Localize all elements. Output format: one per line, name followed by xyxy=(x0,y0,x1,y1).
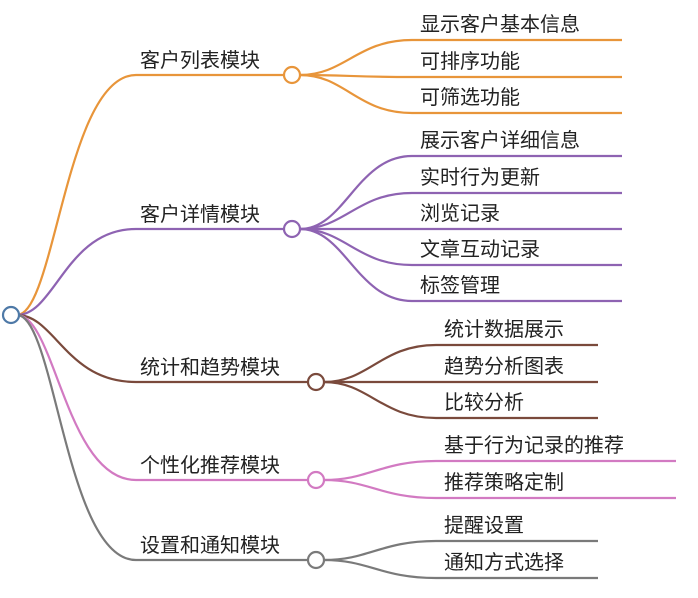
child-connector xyxy=(323,459,676,482)
branch-connector xyxy=(16,227,137,317)
child-label: 文章互动记录 xyxy=(420,237,540,261)
child-connector xyxy=(323,478,676,500)
branch-label: 个性化推荐模块 xyxy=(140,453,280,477)
child-connector xyxy=(323,343,598,384)
branch-node[interactable] xyxy=(306,372,326,392)
child-label: 可排序功能 xyxy=(420,49,520,73)
child-label: 趋势分析图表 xyxy=(444,354,564,378)
child-connector xyxy=(323,539,598,562)
child-label: 通知方式选择 xyxy=(444,550,564,574)
branch-node[interactable] xyxy=(306,470,326,490)
child-connector xyxy=(323,380,598,420)
branch-connector xyxy=(16,313,137,384)
child-label: 统计数据展示 xyxy=(444,317,564,341)
branch-connector xyxy=(16,73,137,317)
branch-label: 统计和趋势模块 xyxy=(140,355,280,379)
child-label: 可筛选功能 xyxy=(420,85,520,109)
branch-connector xyxy=(16,313,137,482)
branch-label: 设置和通知模块 xyxy=(140,533,280,557)
child-label: 基于行为记录的推荐 xyxy=(444,433,624,457)
branch-label: 客户列表模块 xyxy=(140,48,260,72)
branch-label: 客户详情模块 xyxy=(140,202,260,226)
root-node[interactable] xyxy=(1,305,21,325)
branch-node[interactable] xyxy=(282,65,302,85)
child-connector xyxy=(299,154,622,231)
child-connector xyxy=(323,558,598,580)
child-connector xyxy=(299,38,622,77)
child-label: 标签管理 xyxy=(420,273,500,297)
child-label: 提醒设置 xyxy=(444,513,524,537)
child-connector xyxy=(299,191,622,231)
child-connector xyxy=(299,73,622,79)
branch-node[interactable] xyxy=(306,550,326,570)
child-label: 显示客户基本信息 xyxy=(420,12,580,36)
branch-node[interactable] xyxy=(282,219,302,239)
child-connector xyxy=(299,73,622,115)
child-connector xyxy=(299,227,622,303)
child-label: 展示客户详细信息 xyxy=(420,128,580,152)
child-label: 实时行为更新 xyxy=(420,165,540,189)
child-label: 推荐策略定制 xyxy=(444,470,564,494)
child-label: 浏览记录 xyxy=(420,201,500,225)
child-label: 比较分析 xyxy=(444,390,524,414)
child-connector xyxy=(299,227,622,267)
branch-connector xyxy=(16,313,137,562)
